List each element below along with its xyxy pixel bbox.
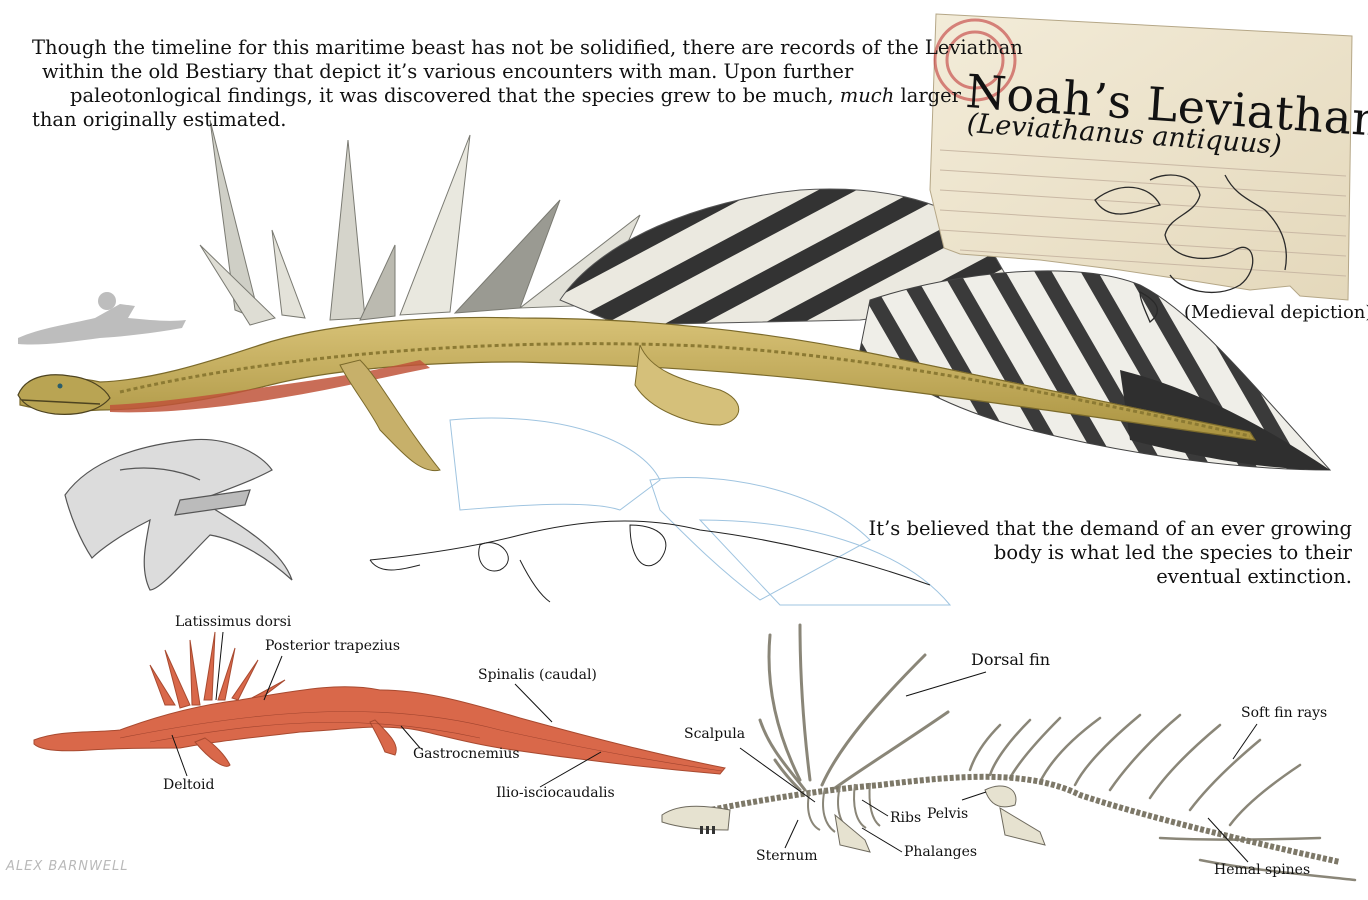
index-card bbox=[929, 13, 1353, 324]
label-sternum: Sternum bbox=[756, 848, 818, 864]
card-caption: (Medieval depiction) bbox=[1184, 302, 1368, 323]
intro-line-1: Though the timeline for this maritime be… bbox=[32, 36, 1023, 59]
leviathan-head bbox=[17, 374, 111, 415]
intro-line-3-end: larger bbox=[894, 84, 961, 107]
rear-flipper bbox=[634, 343, 740, 426]
leviathan-belly bbox=[110, 360, 430, 413]
stamp-seal bbox=[933, 18, 1017, 102]
label-soft-fin-rays: Soft fin rays bbox=[1241, 705, 1328, 721]
jaw-line bbox=[21, 399, 101, 405]
muscle-anatomy bbox=[33, 631, 726, 775]
label-scalpula: Scalpula bbox=[684, 726, 746, 742]
label-dorsal-fin: Dorsal fin bbox=[971, 650, 1051, 669]
spine-ridges bbox=[119, 342, 1251, 438]
intro-line-3-start: paleotonlogical findings, it was discove… bbox=[70, 84, 840, 107]
intro-line-2: within the old Bestiary that depict it’s… bbox=[42, 60, 854, 83]
label-latissimus-dorsi: Latissimus dorsi bbox=[175, 614, 292, 630]
outro-line-3: eventual extinction. bbox=[1156, 565, 1352, 588]
eye bbox=[57, 383, 63, 389]
label-spinalis-caudal: Spinalis (caudal) bbox=[478, 667, 597, 683]
outro-line-2: body is what led the species to their bbox=[993, 541, 1352, 564]
label-gastrocnemius: Gastrocnemius bbox=[413, 746, 520, 762]
label-posterior-trapezius: Posterior trapezius bbox=[265, 638, 401, 654]
front-flipper bbox=[339, 359, 441, 472]
label-pelvis: Pelvis bbox=[927, 806, 969, 822]
skeleton bbox=[661, 623, 1357, 882]
medieval-serpent-sketch bbox=[1094, 174, 1287, 324]
intro-line-3: paleotonlogical findings, it was discove… bbox=[32, 84, 961, 108]
outro-paragraph: It’s believed that the demand of an ever… bbox=[832, 517, 1352, 589]
label-ribs: Ribs bbox=[890, 810, 922, 826]
intro-paragraph: Though the timeline for this maritime be… bbox=[32, 36, 1023, 132]
label-hemal-spines: Hemal spines bbox=[1214, 862, 1311, 878]
leviathan-body bbox=[19, 316, 1257, 441]
skeleton-leader-lines bbox=[739, 671, 1258, 863]
muscle-leader-lines bbox=[171, 631, 602, 788]
outro-line-1: It’s believed that the demand of an ever… bbox=[868, 517, 1352, 540]
label-deltoid: Deltoid bbox=[163, 777, 215, 793]
label-ilio-isciocaudalis: Ilio-isciocaudalis bbox=[496, 785, 615, 801]
swimmer-silhouette bbox=[18, 292, 186, 345]
artist-signature: ALEX BARNWELL bbox=[6, 859, 129, 874]
label-phalanges: Phalanges bbox=[904, 844, 978, 860]
intro-line-4: than originally estimated. bbox=[32, 108, 287, 131]
dorsal-fin-front bbox=[199, 119, 641, 326]
tail-fin-dark bbox=[1120, 370, 1330, 470]
outline-sketch bbox=[369, 417, 952, 606]
intro-emphasis: much bbox=[839, 84, 895, 107]
skull-sketch bbox=[64, 438, 293, 591]
